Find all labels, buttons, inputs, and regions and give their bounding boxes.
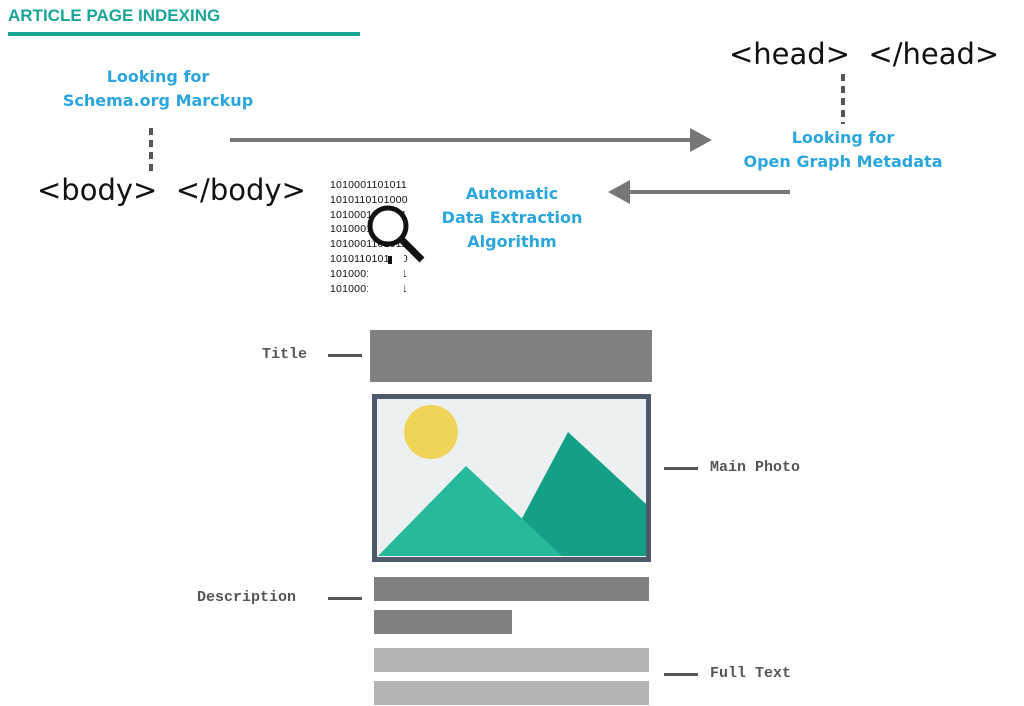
full-text-line-1: [374, 648, 649, 672]
schema-label: Looking for Schema.org Marckup: [50, 65, 266, 113]
title-connector: [328, 354, 362, 357]
page-heading: ARTICLE PAGE INDEXING: [8, 6, 221, 25]
head-tag: <head> </head>: [729, 37, 1000, 71]
heading-underline: [8, 32, 360, 36]
title-block: [370, 330, 652, 382]
full-text-connector: [664, 673, 698, 676]
algorithm-line2: Data Extraction: [441, 208, 583, 227]
main-photo-connector: [664, 467, 698, 470]
algorithm-line1: Automatic: [465, 184, 559, 203]
body-tag: <body> </body>: [37, 173, 306, 207]
binary-row: 1010110101000: [330, 193, 408, 206]
full-text-label: Full Text: [710, 665, 792, 682]
description-line-2: [374, 610, 512, 634]
arrow-right-icon: [230, 128, 712, 152]
head-connector: [841, 74, 845, 124]
open-graph-line2: Open Graph Metadata: [743, 152, 943, 171]
binary-row: 1010001101011: [330, 179, 407, 191]
open-graph-label: Looking for Open Graph Metadata: [730, 126, 956, 174]
open-graph-line1: Looking for: [791, 128, 895, 147]
full-text-line-2: [374, 681, 649, 705]
description-label: Description: [197, 589, 297, 606]
description-line-1: [374, 577, 649, 601]
algorithm-line3: Algorithm: [467, 232, 557, 251]
image-placeholder-icon: [372, 394, 651, 562]
magnifier-icon: [367, 205, 425, 296]
schema-label-line1: Looking for: [106, 67, 210, 86]
title-label: Title: [262, 346, 308, 363]
algorithm-label: Automatic Data Extraction Algorithm: [432, 182, 592, 254]
schema-connector: [149, 128, 153, 176]
schema-label-line2: Schema.org Marckup: [62, 91, 254, 110]
main-photo-label: Main Photo: [710, 459, 801, 476]
arrow-left-icon: [608, 180, 790, 204]
description-connector: [328, 597, 362, 600]
